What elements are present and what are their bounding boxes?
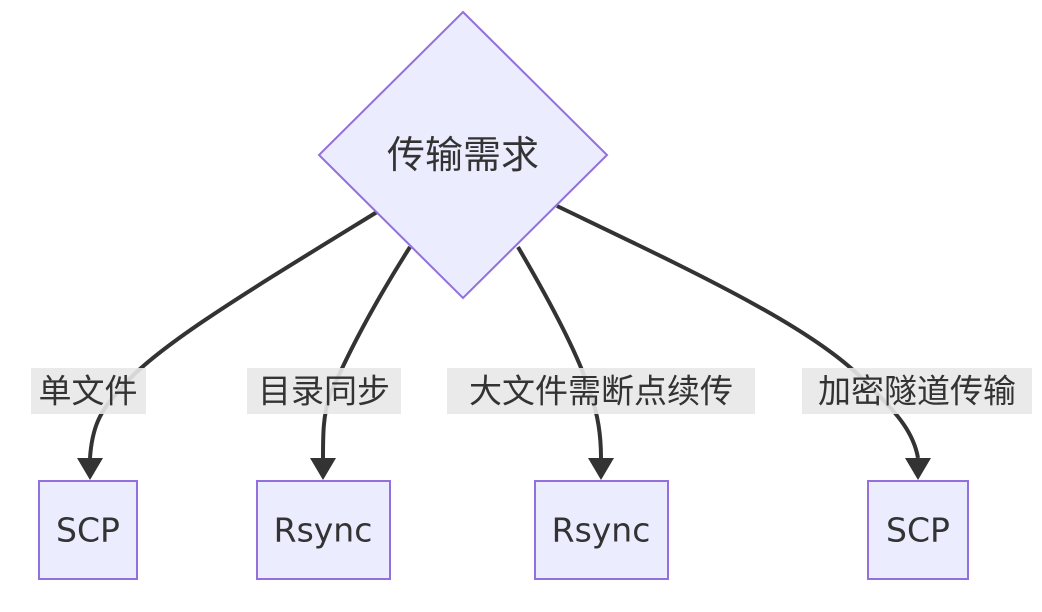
arrow-head: [310, 458, 336, 480]
edge-label-1: 单文件: [31, 368, 146, 414]
edge-line: [556, 204, 920, 459]
process-label: SCP: [886, 511, 950, 550]
edge-label-text: 目录同步: [258, 372, 390, 411]
edge-3: [516, 245, 614, 480]
arrow-head: [905, 458, 931, 480]
arrow-head: [77, 458, 103, 480]
process-box: [867, 480, 969, 580]
process-box: [534, 480, 669, 580]
process-label: Rsync: [552, 511, 651, 550]
edge-label-background: [247, 368, 401, 414]
process-box: [38, 480, 138, 580]
target-node-rsync-2: Rsync: [534, 480, 669, 580]
edge-label-background: [31, 368, 146, 414]
edge-label-background: [802, 368, 1032, 414]
edge-label-background: [447, 368, 755, 414]
arrow-head: [588, 458, 614, 480]
edge-label-3: 大文件需断点续传: [447, 368, 755, 414]
edge-label-text: 单文件: [39, 372, 138, 411]
edge-line: [88, 210, 379, 459]
edge-labels: 单文件 目录同步 大文件需断点续传 加密隧道传输: [31, 368, 1032, 414]
edge-label-2: 目录同步: [247, 368, 401, 414]
process-label: Rsync: [274, 511, 373, 550]
target-node-scp-2: SCP: [867, 480, 969, 580]
process-box: [256, 480, 391, 580]
edge-4: [556, 204, 931, 480]
decision-node: 传输需求: [317, 10, 609, 300]
edge-label-text: 大文件需断点续传: [469, 372, 733, 411]
target-node-rsync-1: Rsync: [256, 480, 391, 580]
decision-diamond: [317, 10, 609, 300]
edge-line: [516, 245, 603, 459]
edge-line: [321, 245, 412, 459]
edge-1: [77, 210, 379, 480]
edge-label-4: 加密隧道传输: [802, 368, 1032, 414]
target-nodes: SCP Rsync Rsync SCP: [38, 480, 969, 580]
edge-label-text: 加密隧道传输: [818, 372, 1016, 411]
process-label: SCP: [56, 511, 120, 550]
target-node-scp-1: SCP: [38, 480, 138, 580]
decision-label: 传输需求: [387, 133, 539, 177]
edge-2: [310, 245, 412, 480]
